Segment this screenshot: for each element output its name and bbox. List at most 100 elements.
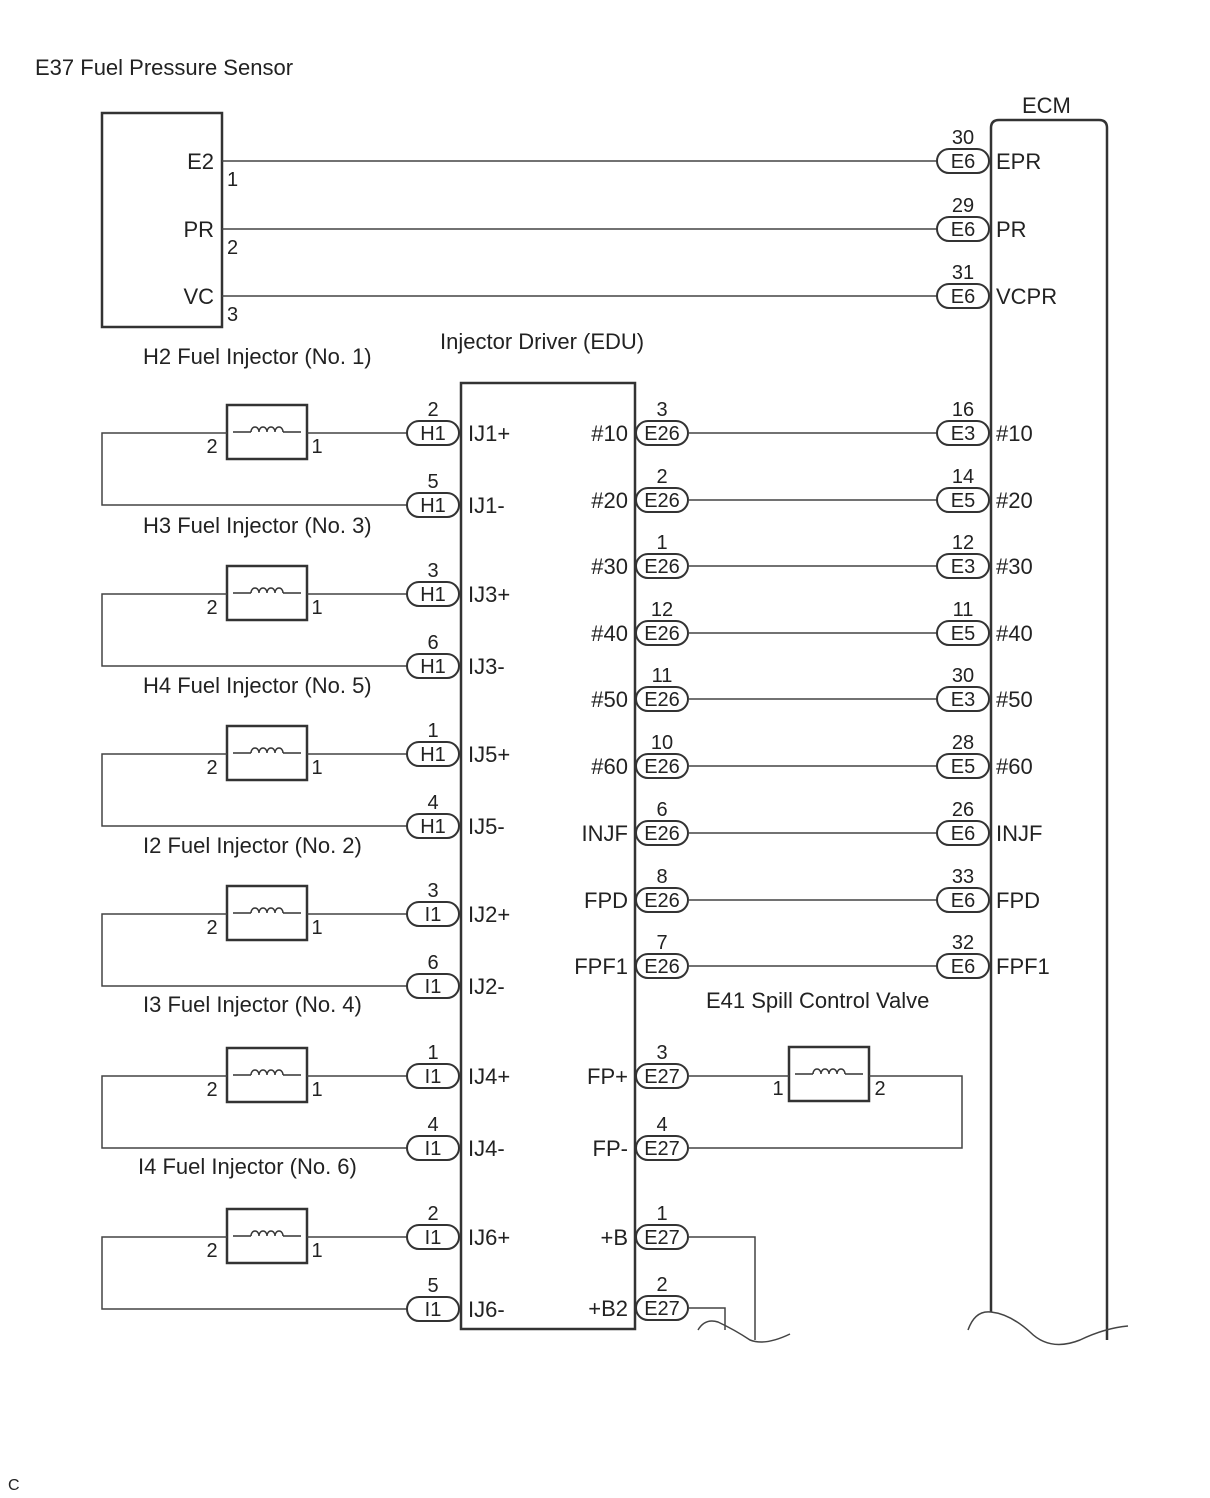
edu-connector-h1-0 [406,420,460,446]
ecm-right-pin-num-1: 14 [952,466,974,488]
edu-right-terminal-3: #40 [591,621,628,646]
ecm-right-pin-num-5: 28 [952,732,974,754]
ecm-connector-e3-2-label: E3 [951,556,975,578]
injector-wire-minus-6 [101,1236,407,1310]
ecm-connector-e5-1-label: E5 [951,490,975,512]
injector-pin-a-4: 2 [206,917,217,939]
edu-right-pin-num-4: 11 [652,665,673,687]
edu-connector-h1-4-label: H1 [420,744,446,766]
ecm-connector-e6-6-label: E6 [951,823,975,845]
edu-right-pin-num-7: 8 [656,866,667,888]
edu-left-pin-num-6: 3 [427,880,438,902]
ecm-pin-num-31: 31 [952,262,974,284]
injector-pin-b-5: 1 [311,1079,322,1101]
sensor-pin-name-pr: PR [183,217,214,242]
injector-title-4: I2 Fuel Injector (No. 2) [143,833,362,858]
ecm-box [989,118,1109,1340]
edu-connector-i1-9 [406,1135,460,1161]
ecm-connector-e6-label: E6 [951,286,975,308]
edu-connector-h1-3 [406,653,460,679]
injector-coil-4-winding-icon [250,907,284,914]
spill-valve-pin-b: 2 [874,1078,885,1100]
ecm-connector-e5-1 [936,487,990,513]
ecm-right-terminal-1: #20 [996,488,1033,513]
fuel-pressure-sensor-box [100,111,224,329]
edu-terminal-IJ3-: IJ3- [468,654,505,679]
edu-right-terminal-7: FPD [584,888,628,913]
edu-lower-pin-num-1: 4 [656,1114,667,1136]
edu-connector-h1-5 [406,813,460,839]
edu-connector-h1-1 [406,492,460,518]
edu-connector-h1-5-label: H1 [420,816,446,838]
edu-terminal-IJ3+: IJ3+ [468,582,510,607]
injector-coil-6-winding-icon [250,1230,284,1237]
injector-coil-1-winding-icon [250,426,284,433]
injector-pin-b-4: 1 [311,917,322,939]
injector-driver-box [459,381,637,1331]
ecm-connector-e5-5-label: E5 [951,756,975,778]
edu-right-pin-num-5: 10 [651,732,673,754]
edu-connector-e27-3-label: E27 [644,1298,680,1320]
edu-title: Injector Driver (EDU) [440,329,644,354]
ecm-right-terminal-5: #60 [996,754,1033,779]
injector-title-1: H2 Fuel Injector (No. 1) [143,344,372,369]
edu-connector-i1-9-label: I1 [425,1138,442,1160]
edu-lower-terminal-2: +B [600,1225,628,1250]
edu-connector-e26-7-label: E26 [644,890,680,912]
edu-terminal-IJ5-: IJ5- [468,814,505,839]
ecm-right-terminal-3: #40 [996,621,1033,646]
edu-right-pin-num-8: 7 [656,932,667,954]
edu-right-terminal-2: #30 [591,554,628,579]
edu-connector-h1-1-label: H1 [420,495,446,517]
edu-terminal-IJ5+: IJ5+ [468,742,510,767]
edu-connector-i1-11 [406,1296,460,1322]
sensor-pin-num-2: 2 [227,237,238,259]
ecm-title: ECM [1022,93,1071,118]
edu-right-pin-num-0: 3 [656,399,667,421]
edu-left-pin-num-10: 2 [427,1203,438,1225]
ecm-connector-e6-6 [936,820,990,846]
ecm-pin-num-29: 29 [952,195,974,217]
injector-wire-minus-4 [101,913,407,987]
edu-left-pin-num-11: 5 [427,1275,438,1297]
injector-title-6: I4 Fuel Injector (No. 6) [138,1154,357,1179]
edu-connector-e27-2-label: E27 [644,1227,680,1249]
edu-connector-e26-5-label: E26 [644,756,680,778]
edu-lower-pin-num-3: 2 [656,1274,667,1296]
edu-terminal-IJ6-: IJ6- [468,1297,505,1322]
edu-connector-h1-2 [406,581,460,607]
edu-right-terminal-6: INJF [582,821,628,846]
injector-coil-3-winding-icon [250,747,284,754]
edu-terminal-IJ4+: IJ4+ [468,1064,510,1089]
sensor-pin-name-vc: VC [183,284,214,309]
ecm-right-pin-num-3: 11 [953,599,974,621]
injector-wire-minus-1 [101,432,407,506]
injector-title-2: H3 Fuel Injector (No. 3) [143,513,372,538]
ecm-right-pin-num-7: 33 [952,866,974,888]
ecm-connector-e6-label: E6 [951,151,975,173]
spill-valve-title: E41 Spill Control Valve [706,988,929,1013]
edu-connector-e26-1-label: E26 [644,490,680,512]
injector-title-3: H4 Fuel Injector (No. 5) [143,673,372,698]
ecm-right-terminal-2: #30 [996,554,1033,579]
injector-pin-a-3: 2 [206,757,217,779]
ecm-connector-e6-8-label: E6 [951,956,975,978]
ecm-break-line [967,1311,1129,1346]
edu-left-pin-num-2: 3 [427,560,438,582]
edu-connector-e26-6-label: E26 [644,823,680,845]
edu-connector-i1-6 [406,901,460,927]
edu-lower-terminal-0: FP+ [587,1064,628,1089]
ecm-connector-e6 [936,148,990,174]
sensor-pin-num-3: 3 [227,304,238,326]
sensor-pin-name-e2: E2 [187,149,214,174]
ecm-terminal-vcpr: VCPR [996,284,1057,309]
ecm-pin-num-30: 30 [952,127,974,149]
injector-wire-minus-2 [101,593,407,667]
edu-terminal-IJ4-: IJ4- [468,1136,505,1161]
ecm-connector-e3-4-label: E3 [951,689,975,711]
edu-right-terminal-8: FPF1 [574,954,628,979]
edu-connector-h1-3-label: H1 [420,656,446,678]
ecm-right-pin-num-8: 32 [952,932,974,954]
edu-right-pin-num-1: 2 [656,466,667,488]
ecm-connector-e6-7-label: E6 [951,890,975,912]
